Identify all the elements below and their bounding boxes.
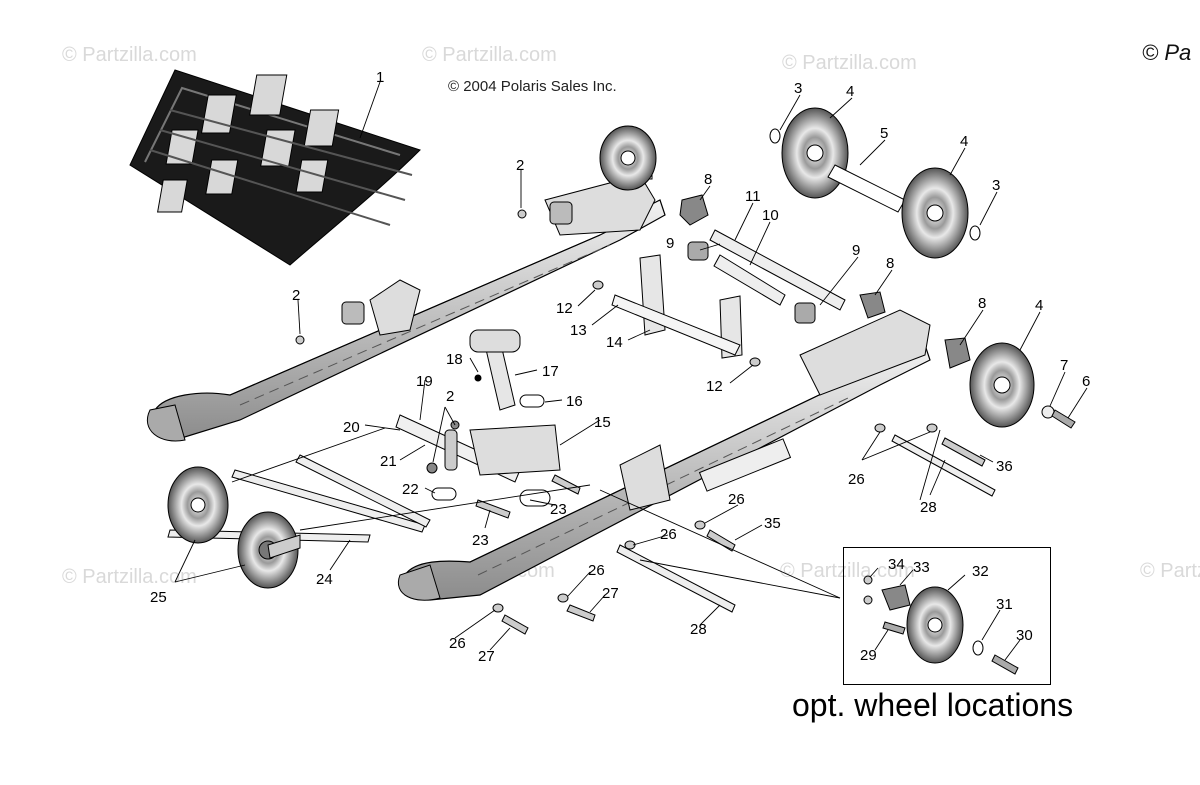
callout-28: 28 (690, 621, 707, 638)
callout-35: 35 (764, 515, 781, 532)
leader-lines (174, 81, 1088, 661)
rear-wheels (167, 466, 301, 589)
callout-29: 29 (860, 647, 877, 664)
callout-21: 21 (380, 453, 397, 470)
left-rail (147, 125, 666, 442)
callout-15: 15 (594, 414, 611, 431)
callout-24: 24 (316, 571, 333, 588)
callout-12: 12 (706, 378, 723, 395)
callout-4: 4 (1035, 297, 1043, 314)
callout-33: 33 (913, 559, 930, 576)
mounting-blocks (679, 194, 971, 369)
center-arm (593, 254, 760, 367)
shafts (167, 229, 996, 613)
callout-10: 10 (762, 207, 779, 224)
callout-3: 3 (794, 80, 802, 97)
front-arm (395, 329, 561, 507)
callout-23: 23 (550, 501, 567, 518)
callout-9: 9 (852, 242, 860, 259)
callout-14: 14 (606, 334, 623, 351)
callout-11: 11 (745, 188, 761, 205)
callout-26: 26 (848, 471, 865, 488)
callout-8: 8 (886, 255, 894, 272)
callout-34: 34 (888, 556, 905, 573)
callout-31: 31 (996, 596, 1013, 613)
callout-19: 19 (416, 373, 433, 390)
hardware (295, 209, 986, 635)
callout-17: 17 (542, 363, 559, 380)
callout-6: 6 (1082, 373, 1090, 390)
callout-27: 27 (478, 648, 495, 665)
callout-2: 2 (516, 157, 524, 174)
track-part (129, 69, 421, 266)
callout-26: 26 (449, 635, 466, 652)
callout-22: 22 (402, 481, 419, 498)
watermark: © Partzilla.com (780, 560, 915, 582)
callout-1: 1 (376, 69, 384, 86)
callout-labels: 1 2 2 2 3 3 4 4 4 5 6 7 8 8 8 9 9 10 11 … (150, 69, 1090, 665)
copyright-notice: © 2004 Polaris Sales Inc. (448, 78, 617, 95)
inset-parts (863, 575, 1019, 675)
callout-8: 8 (978, 295, 986, 312)
watermark: © Partzilla.com (782, 52, 917, 74)
optional-wheel-inset (843, 547, 1051, 685)
watermark: © Partzilla.com (62, 566, 197, 588)
callout-26: 26 (728, 491, 745, 508)
callout-27: 27 (602, 585, 619, 602)
right-rail (397, 309, 931, 601)
callout-36: 36 (996, 458, 1013, 475)
callout-16: 16 (566, 393, 583, 410)
watermark: © Partzilla.com (422, 44, 557, 66)
callout-9: 9 (666, 235, 674, 252)
callout-18: 18 (446, 351, 463, 368)
idler-wheels (769, 107, 1076, 429)
callout-28: 28 (920, 499, 937, 516)
callout-12: 12 (556, 300, 573, 317)
callout-7: 7 (1060, 357, 1068, 374)
watermark: © Partzilla.com (1140, 560, 1200, 582)
callout-4: 4 (960, 133, 968, 150)
callout-13: 13 (570, 322, 587, 339)
callout-23: 23 (472, 532, 489, 549)
callout-8: 8 (704, 171, 712, 188)
callout-2: 2 (446, 388, 454, 405)
callout-20: 20 (343, 419, 360, 436)
callout-4: 4 (846, 83, 854, 100)
callout-2: 2 (292, 287, 300, 304)
callout-26: 26 (660, 526, 677, 543)
callout-3: 3 (992, 177, 1000, 194)
callout-30: 30 (1016, 627, 1033, 644)
callout-5: 5 (880, 125, 888, 142)
callout-32: 32 (972, 563, 989, 580)
watermark: © Partzilla.com (62, 44, 197, 66)
callout-25: 25 (150, 589, 167, 606)
inset-caption: opt. wheel locations (792, 687, 1074, 723)
corner-copyright: © Pa (1142, 40, 1192, 65)
callout-26: 26 (588, 562, 605, 579)
